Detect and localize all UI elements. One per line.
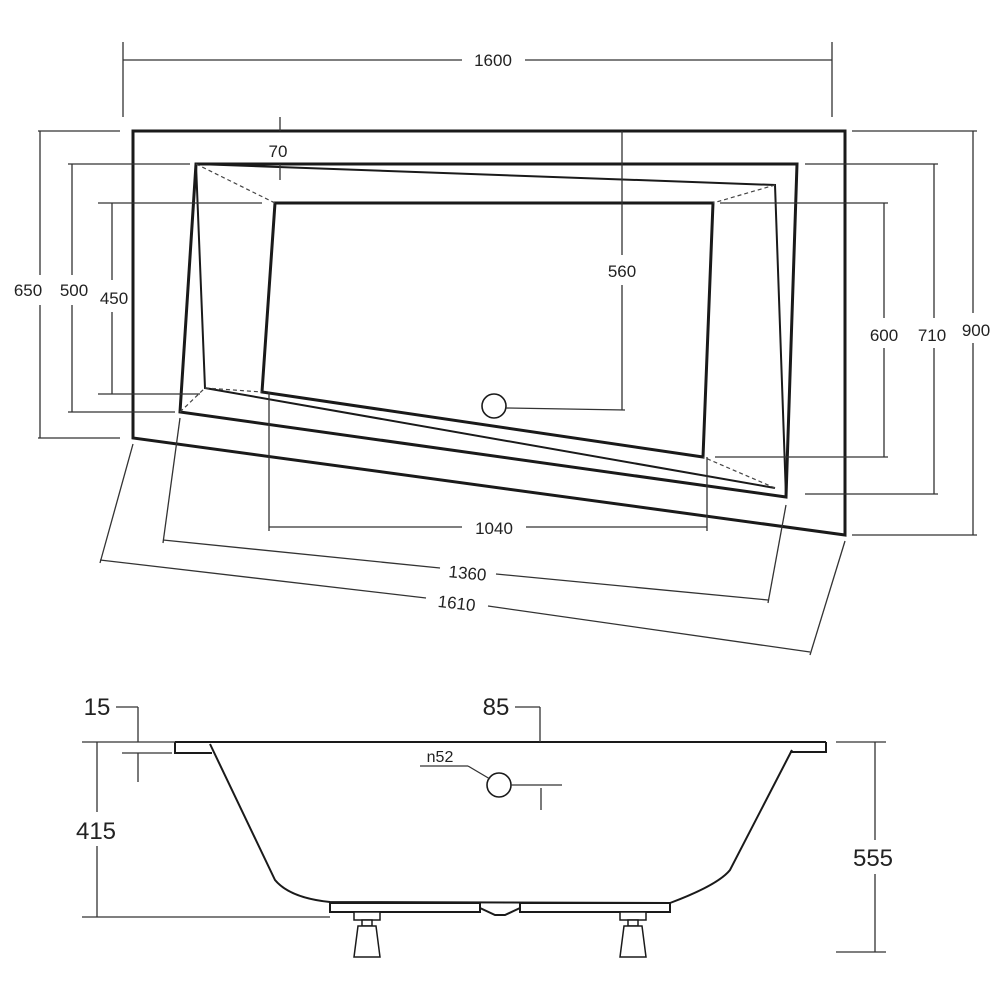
dim-710-label: 710 [918, 326, 946, 345]
side-view: n52 15 85 415 [76, 694, 893, 958]
drain-leader [505, 407, 626, 411]
dim-650-label: 650 [14, 281, 42, 300]
dim-rim-thickness: 15 [84, 694, 172, 782]
dim-1600-label: 1600 [474, 51, 512, 70]
dim-left-450: 450 [98, 202, 262, 395]
dim-15-label: 15 [84, 694, 111, 721]
dim-70-label: 70 [269, 142, 288, 161]
tub-inner-rim [195, 163, 787, 498]
rim-ledge-right [790, 742, 827, 753]
base-drain-notch [479, 907, 521, 916]
corner-dash-bl2 [179, 387, 206, 413]
dim-1360-label: 1360 [448, 562, 487, 585]
dim-inner-depth: 415 [76, 741, 330, 918]
dim-415-label: 415 [76, 818, 116, 845]
dim-left-500: 500 [60, 163, 190, 413]
dim-900-label: 900 [962, 321, 990, 340]
dim-total-height: 555 [836, 741, 893, 953]
dim-1610-label: 1610 [437, 592, 477, 615]
corner-dash-bl [204, 387, 263, 393]
dim-right-900: 900 [852, 130, 990, 536]
dim-600-label: 600 [870, 326, 898, 345]
tub-inner-rim-left [195, 163, 776, 489]
dim-rim-width: 70 [269, 117, 288, 180]
dim-right-600: 600 [715, 202, 898, 458]
corner-dash-tl [195, 163, 276, 204]
tub-basin-bottom [260, 201, 715, 459]
dim-500-label: 500 [60, 281, 88, 300]
dim-right-710: 710 [805, 163, 946, 495]
dim-outer-diagonal: 1610 [99, 443, 846, 656]
base-plate-right [519, 902, 671, 913]
rim-ledge-left [174, 742, 212, 754]
dim-left-650: 650 [14, 130, 120, 439]
foot-right [619, 911, 647, 958]
dim-1040-label: 1040 [475, 519, 513, 538]
tub-outer-outline [131, 129, 847, 537]
drain-icon [481, 393, 507, 419]
base-plate-left [329, 902, 481, 913]
dim-85-label: 85 [483, 694, 510, 721]
dim-555-label: 555 [853, 845, 893, 872]
dim-n52-label: n52 [427, 749, 454, 766]
dim-drain-offset: 85 [483, 694, 541, 742]
dim-depth-to-drain: 560 [608, 131, 636, 410]
dim-bottom-length: 1040 [268, 392, 708, 538]
dim-560-label: 560 [608, 262, 636, 281]
dim-450-label: 450 [100, 289, 128, 308]
corner-dash-br [702, 456, 776, 489]
foot-left [353, 911, 381, 958]
dim-inner-diagonal: 1360 [162, 417, 787, 604]
plan-view: 1600 70 560 650 500 [14, 42, 990, 656]
tub-body-profile [209, 743, 793, 905]
dim-overflow-diameter: n52 [420, 749, 491, 780]
overflow-icon [486, 772, 512, 798]
dim-overall-width: 1600 [122, 42, 833, 117]
corner-dash-tr [712, 184, 776, 204]
